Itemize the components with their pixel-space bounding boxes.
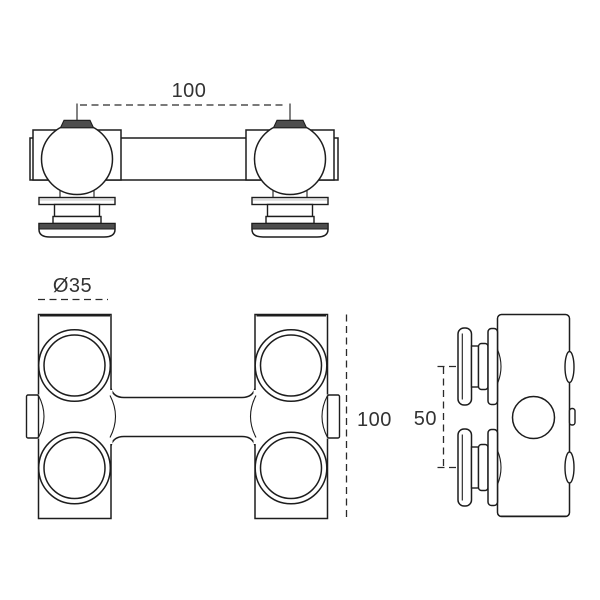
dimension-label-hole-spacing: 50 [414, 408, 437, 430]
side-center-hole [511, 395, 556, 440]
plan-circle-inner [43, 334, 106, 397]
front-left-knob-assembly [32, 119, 122, 238]
dimension-label-diameter: Ø35 [53, 275, 92, 297]
side-right-bump-bottom [564, 451, 575, 484]
front-view: 100 [29, 80, 339, 238]
front-right-knob-assembly [245, 119, 335, 238]
dimension-label-height: 100 [357, 409, 392, 431]
side-view: 50 [414, 313, 576, 518]
plan-circle-inner [43, 436, 106, 500]
plan-left-plate [25, 313, 117, 520]
plan-left-waist-arc-inner [109, 395, 117, 438]
plan-right-side-tab [326, 394, 341, 439]
plan-connecting-bar [110, 388, 256, 446]
side-right-mid-tab [568, 407, 576, 426]
plan-circle-outer [254, 431, 328, 505]
plan-view: Ø35 [25, 275, 392, 520]
plan-right-plate [249, 313, 341, 520]
plan-circle-inner [259, 334, 323, 397]
plan-dimension-height: 100 [345, 314, 392, 519]
plan-circle-outer [37, 328, 112, 403]
side-body [496, 313, 571, 518]
plan-left-waist-arc-outer [38, 395, 45, 438]
plan-circle-inner [259, 436, 323, 500]
plan-right-waist-arc-outer [321, 395, 328, 438]
front-dimension-100: 100 [76, 80, 291, 120]
dimension-label-top-span: 100 [172, 80, 207, 102]
plan-right-waist-arc-inner [249, 395, 257, 438]
plan-bar-top-edge [110, 388, 256, 399]
plan-circle-outer [254, 328, 328, 403]
side-clamp-stack-bottom [457, 428, 502, 507]
plan-left-side-tab [25, 394, 40, 439]
plan-bar-bottom-edge [110, 435, 256, 446]
side-dimension-hole-spacing: 50 [414, 365, 459, 469]
plan-dimension-diameter: Ø35 [38, 275, 108, 301]
plan-circle-outer [37, 431, 112, 505]
side-right-bump-top [564, 350, 575, 384]
side-clamp-stack-top [457, 327, 502, 406]
